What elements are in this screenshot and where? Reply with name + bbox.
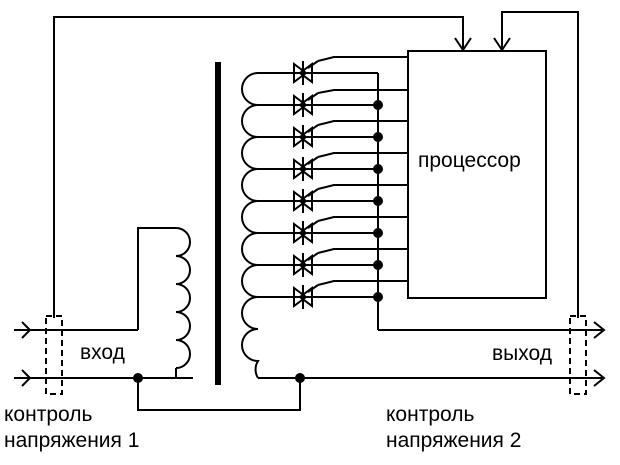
processor-label: процессор (418, 149, 521, 172)
voltage-control-2-line2: напряжения 2 (386, 429, 522, 452)
output-arrow-top (593, 321, 606, 339)
input-neutral-node (133, 373, 143, 383)
output-arrow-bottom (593, 369, 606, 387)
sense-1-arrow (454, 37, 472, 52)
primary-winding (175, 227, 191, 369)
thyristor-1 (292, 60, 319, 85)
common-neutral-wire (137, 378, 301, 411)
input-label: вход (80, 341, 125, 364)
sense-2-arrow (493, 37, 511, 52)
sense-2-wire (501, 11, 579, 318)
voltage-control-2-line1: контроль (386, 403, 475, 426)
thyristor-6 (292, 220, 319, 245)
voltage-control-1-line2: напряжения 1 (4, 429, 140, 452)
gate-control-lines (317, 56, 408, 286)
thyristor-5 (292, 188, 319, 213)
thyristor-output-wires (314, 72, 378, 298)
input-sense-clamp (45, 315, 63, 395)
thyristor-8 (292, 284, 319, 309)
junction-nodes (373, 100, 383, 302)
output-label: выход (492, 342, 552, 365)
input-arrow-bottom (21, 369, 32, 387)
thyristor-3 (292, 124, 319, 149)
thyristor-bank (292, 60, 319, 309)
output-sense-clamp (569, 315, 587, 395)
secondary-winding (241, 72, 260, 379)
voltage-control-1-line1: контроль (4, 403, 93, 426)
tap-wires (258, 72, 292, 298)
output-neutral-node (295, 373, 305, 383)
thyristor-7 (292, 252, 319, 277)
processor-block (407, 50, 547, 299)
sense-1-wire (53, 16, 464, 318)
primary-top-lead (137, 227, 176, 330)
input-arrow-top (21, 321, 32, 339)
thyristor-4 (292, 156, 319, 181)
thyristor-2 (292, 92, 319, 117)
